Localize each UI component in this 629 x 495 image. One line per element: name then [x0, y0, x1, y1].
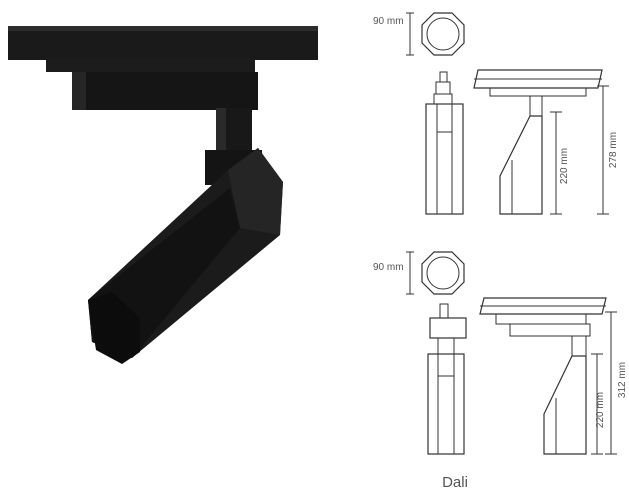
front-elevation-2: [427, 303, 467, 455]
front-elevation: [425, 71, 464, 215]
side-elevation-2: [479, 297, 607, 455]
product-photo: [8, 26, 318, 364]
track-rail-top-edge: [8, 26, 318, 31]
technical-drawing-1: [406, 12, 609, 215]
diameter-label-1: 90 mm: [373, 16, 404, 27]
spotlight-body-facet: [228, 148, 283, 235]
height-label-2: 220 mm: [595, 392, 606, 428]
adapter-side: [72, 72, 86, 110]
height-label-1: 220 mm: [559, 148, 570, 184]
technical-drawing-2: [406, 251, 617, 455]
diameter-label-2: 90 mm: [373, 262, 404, 273]
spotlight-lens-face: [88, 292, 140, 364]
total-height-label-1: 278 mm: [608, 132, 619, 168]
top-view-octagon: [421, 12, 465, 56]
top-view-octagon-2: [421, 251, 465, 295]
variant-caption: Dali: [442, 474, 468, 491]
track-adapter: [46, 58, 255, 72]
side-elevation: [473, 69, 603, 215]
total-height-label-2: 312 mm: [617, 362, 628, 398]
track-rail: [8, 26, 318, 60]
adapter-body: [72, 72, 258, 110]
